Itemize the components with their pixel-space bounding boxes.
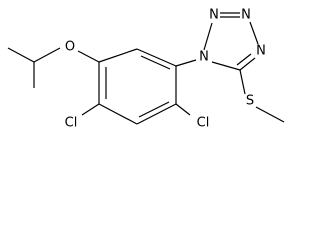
ring-bond-1	[98, 48, 138, 63]
atom-nitrogen-n1: N	[199, 50, 209, 65]
tetrazole-bond-n3-n4	[249, 21, 259, 45]
bond-methyl-top	[7, 47, 35, 63]
tetrazole-bond-c5-n1	[211, 61, 241, 71]
atom-sulfur: S	[246, 94, 254, 109]
atom-oxygen: O	[65, 40, 75, 55]
bond-o-ring	[77, 50, 100, 63]
bond-s-methyl	[255, 106, 285, 123]
bond-ring-n1	[175, 59, 197, 67]
ring-bond-5	[98, 103, 138, 125]
isopropyl-group	[7, 47, 61, 88]
methylthio-group	[239, 69, 285, 123]
bond-cl-right	[175, 103, 191, 116]
atom-nitrogen-n4: N	[256, 44, 266, 59]
ring-bond-4	[136, 103, 177, 125]
benzene-ring	[98, 48, 177, 125]
bond-c5-s	[239, 69, 246, 95]
atom-nitrogen-n3: N	[241, 8, 251, 23]
atom-chlorine-left: Cl	[65, 116, 78, 131]
atom-nitrogen-n2: N	[209, 8, 219, 23]
tetrazole-ring	[203, 12, 259, 71]
tetrazole-bond-n4-c5-double	[236, 53, 252, 66]
tetrazole-bond-n1-n2	[203, 22, 213, 51]
bond-cl-left	[81, 103, 100, 116]
ring-double-bottom	[138, 101, 170, 118]
chemical-structure: O N N N N S Cl Cl	[7, 8, 285, 131]
tetrazole-bond-n4-c5	[239, 57, 256, 71]
ring-bond-2	[136, 48, 177, 67]
ring-double-top	[140, 55, 171, 70]
bond-ch-o	[33, 47, 61, 63]
atom-chlorine-right: Cl	[197, 116, 210, 131]
